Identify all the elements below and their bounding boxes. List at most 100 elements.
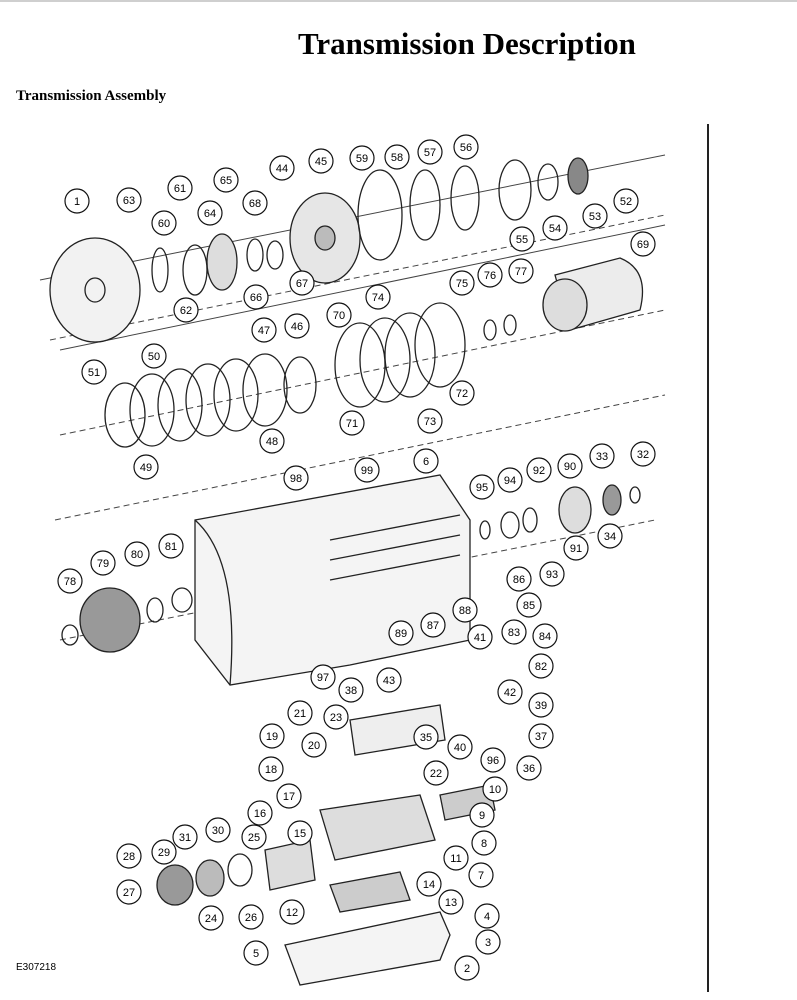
callout-48: 48: [259, 428, 285, 454]
row1-plates: [357, 157, 589, 261]
callout-32: 32: [630, 441, 656, 467]
callout-90: 90: [557, 453, 583, 479]
callout-87: 87: [420, 612, 446, 638]
callout-36: 36: [516, 755, 542, 781]
callout-label: 88: [459, 605, 471, 617]
callout-71: 71: [339, 410, 365, 436]
callout-label: 87: [427, 620, 439, 632]
callout-61: 61: [167, 175, 193, 201]
callout-77: 77: [508, 258, 534, 284]
callout-label: 64: [204, 208, 216, 220]
callout-label: 48: [266, 436, 278, 448]
callout-label: 33: [596, 451, 608, 463]
callout-50: 50: [141, 343, 167, 369]
callout-6: 6: [413, 448, 439, 474]
callout-label: 78: [64, 576, 76, 588]
callout-label: 60: [158, 218, 170, 230]
callout-47: 47: [251, 317, 277, 343]
callout-label: 1: [74, 196, 80, 208]
callout-label: 13: [445, 897, 457, 909]
callout-label: 24: [205, 913, 217, 925]
callout-44: 44: [269, 155, 295, 181]
callout-43: 43: [376, 667, 402, 693]
callout-56: 56: [453, 134, 479, 160]
callout-label: 42: [504, 687, 516, 699]
callout-label: 27: [123, 887, 135, 899]
callout-54: 54: [542, 215, 568, 241]
callout-label: 17: [283, 791, 295, 803]
callout-label: 93: [546, 569, 558, 581]
callout-20: 20: [301, 732, 327, 758]
callout-label: 31: [179, 832, 191, 844]
callout-21: 21: [287, 700, 313, 726]
callout-label: 25: [248, 832, 260, 844]
callout-73: 73: [417, 408, 443, 434]
callout-98: 98: [283, 465, 309, 491]
callout-label: 26: [245, 912, 257, 924]
callout-label: 95: [476, 482, 488, 494]
callout-86: 86: [506, 566, 532, 592]
callout-4: 4: [474, 903, 500, 929]
callout-11: 11: [443, 845, 469, 871]
callout-label: 7: [478, 870, 484, 882]
callout-label: 75: [456, 278, 468, 290]
callout-94: 94: [497, 467, 523, 493]
margin-rule: [707, 124, 709, 992]
callout-27: 27: [116, 879, 142, 905]
callout-group: 1234567891011121314151617181920212223242…: [57, 134, 656, 981]
callout-label: 49: [140, 462, 152, 474]
callout-29: 29: [151, 839, 177, 865]
page-title: Transmission Description: [298, 26, 636, 61]
oil-pan: [284, 911, 451, 986]
callout-88: 88: [452, 597, 478, 623]
callout-83: 83: [501, 619, 527, 645]
callout-64: 64: [197, 200, 223, 226]
callout-label: 55: [516, 234, 528, 246]
callout-16: 16: [247, 800, 273, 826]
callout-label: 70: [333, 310, 345, 322]
callout-label: 29: [158, 847, 170, 859]
callout-69: 69: [630, 231, 656, 257]
callout-53: 53: [582, 203, 608, 229]
callout-label: 40: [454, 742, 466, 754]
callout-58: 58: [384, 144, 410, 170]
callout-label: 6: [423, 456, 429, 468]
callout-label: 86: [513, 574, 525, 586]
callout-label: 4: [484, 911, 490, 923]
callout-label: 44: [276, 163, 288, 175]
callout-14: 14: [416, 871, 442, 897]
callout-37: 37: [528, 723, 554, 749]
callout-55: 55: [509, 226, 535, 252]
callout-92: 92: [526, 457, 552, 483]
callout-89: 89: [388, 620, 414, 646]
callout-84: 84: [532, 623, 558, 649]
callout-label: 53: [589, 211, 601, 223]
callout-13: 13: [438, 889, 464, 915]
transmission-case: [194, 474, 471, 686]
callout-38: 38: [338, 677, 364, 703]
callout-70: 70: [326, 302, 352, 328]
callout-42: 42: [497, 679, 523, 705]
callout-45: 45: [308, 148, 334, 174]
callout-label: 68: [249, 198, 261, 210]
callout-52: 52: [613, 188, 639, 214]
callout-33: 33: [589, 443, 615, 469]
callout-label: 79: [97, 558, 109, 570]
callout-34: 34: [597, 523, 623, 549]
callout-label: 77: [515, 266, 527, 278]
callout-label: 46: [291, 321, 303, 333]
callout-label: 23: [330, 712, 342, 724]
callout-23: 23: [323, 704, 349, 730]
callout-label: 97: [317, 672, 329, 684]
callout-1: 1: [64, 188, 90, 214]
callout-label: 18: [265, 764, 277, 776]
callout-label: 81: [165, 541, 177, 553]
callout-label: 22: [430, 768, 442, 780]
callout-label: 51: [88, 367, 100, 379]
callout-82: 82: [528, 653, 554, 679]
callout-label: 91: [570, 543, 582, 555]
callout-66: 66: [243, 284, 269, 310]
callout-65: 65: [213, 167, 239, 193]
callout-17: 17: [276, 783, 302, 809]
